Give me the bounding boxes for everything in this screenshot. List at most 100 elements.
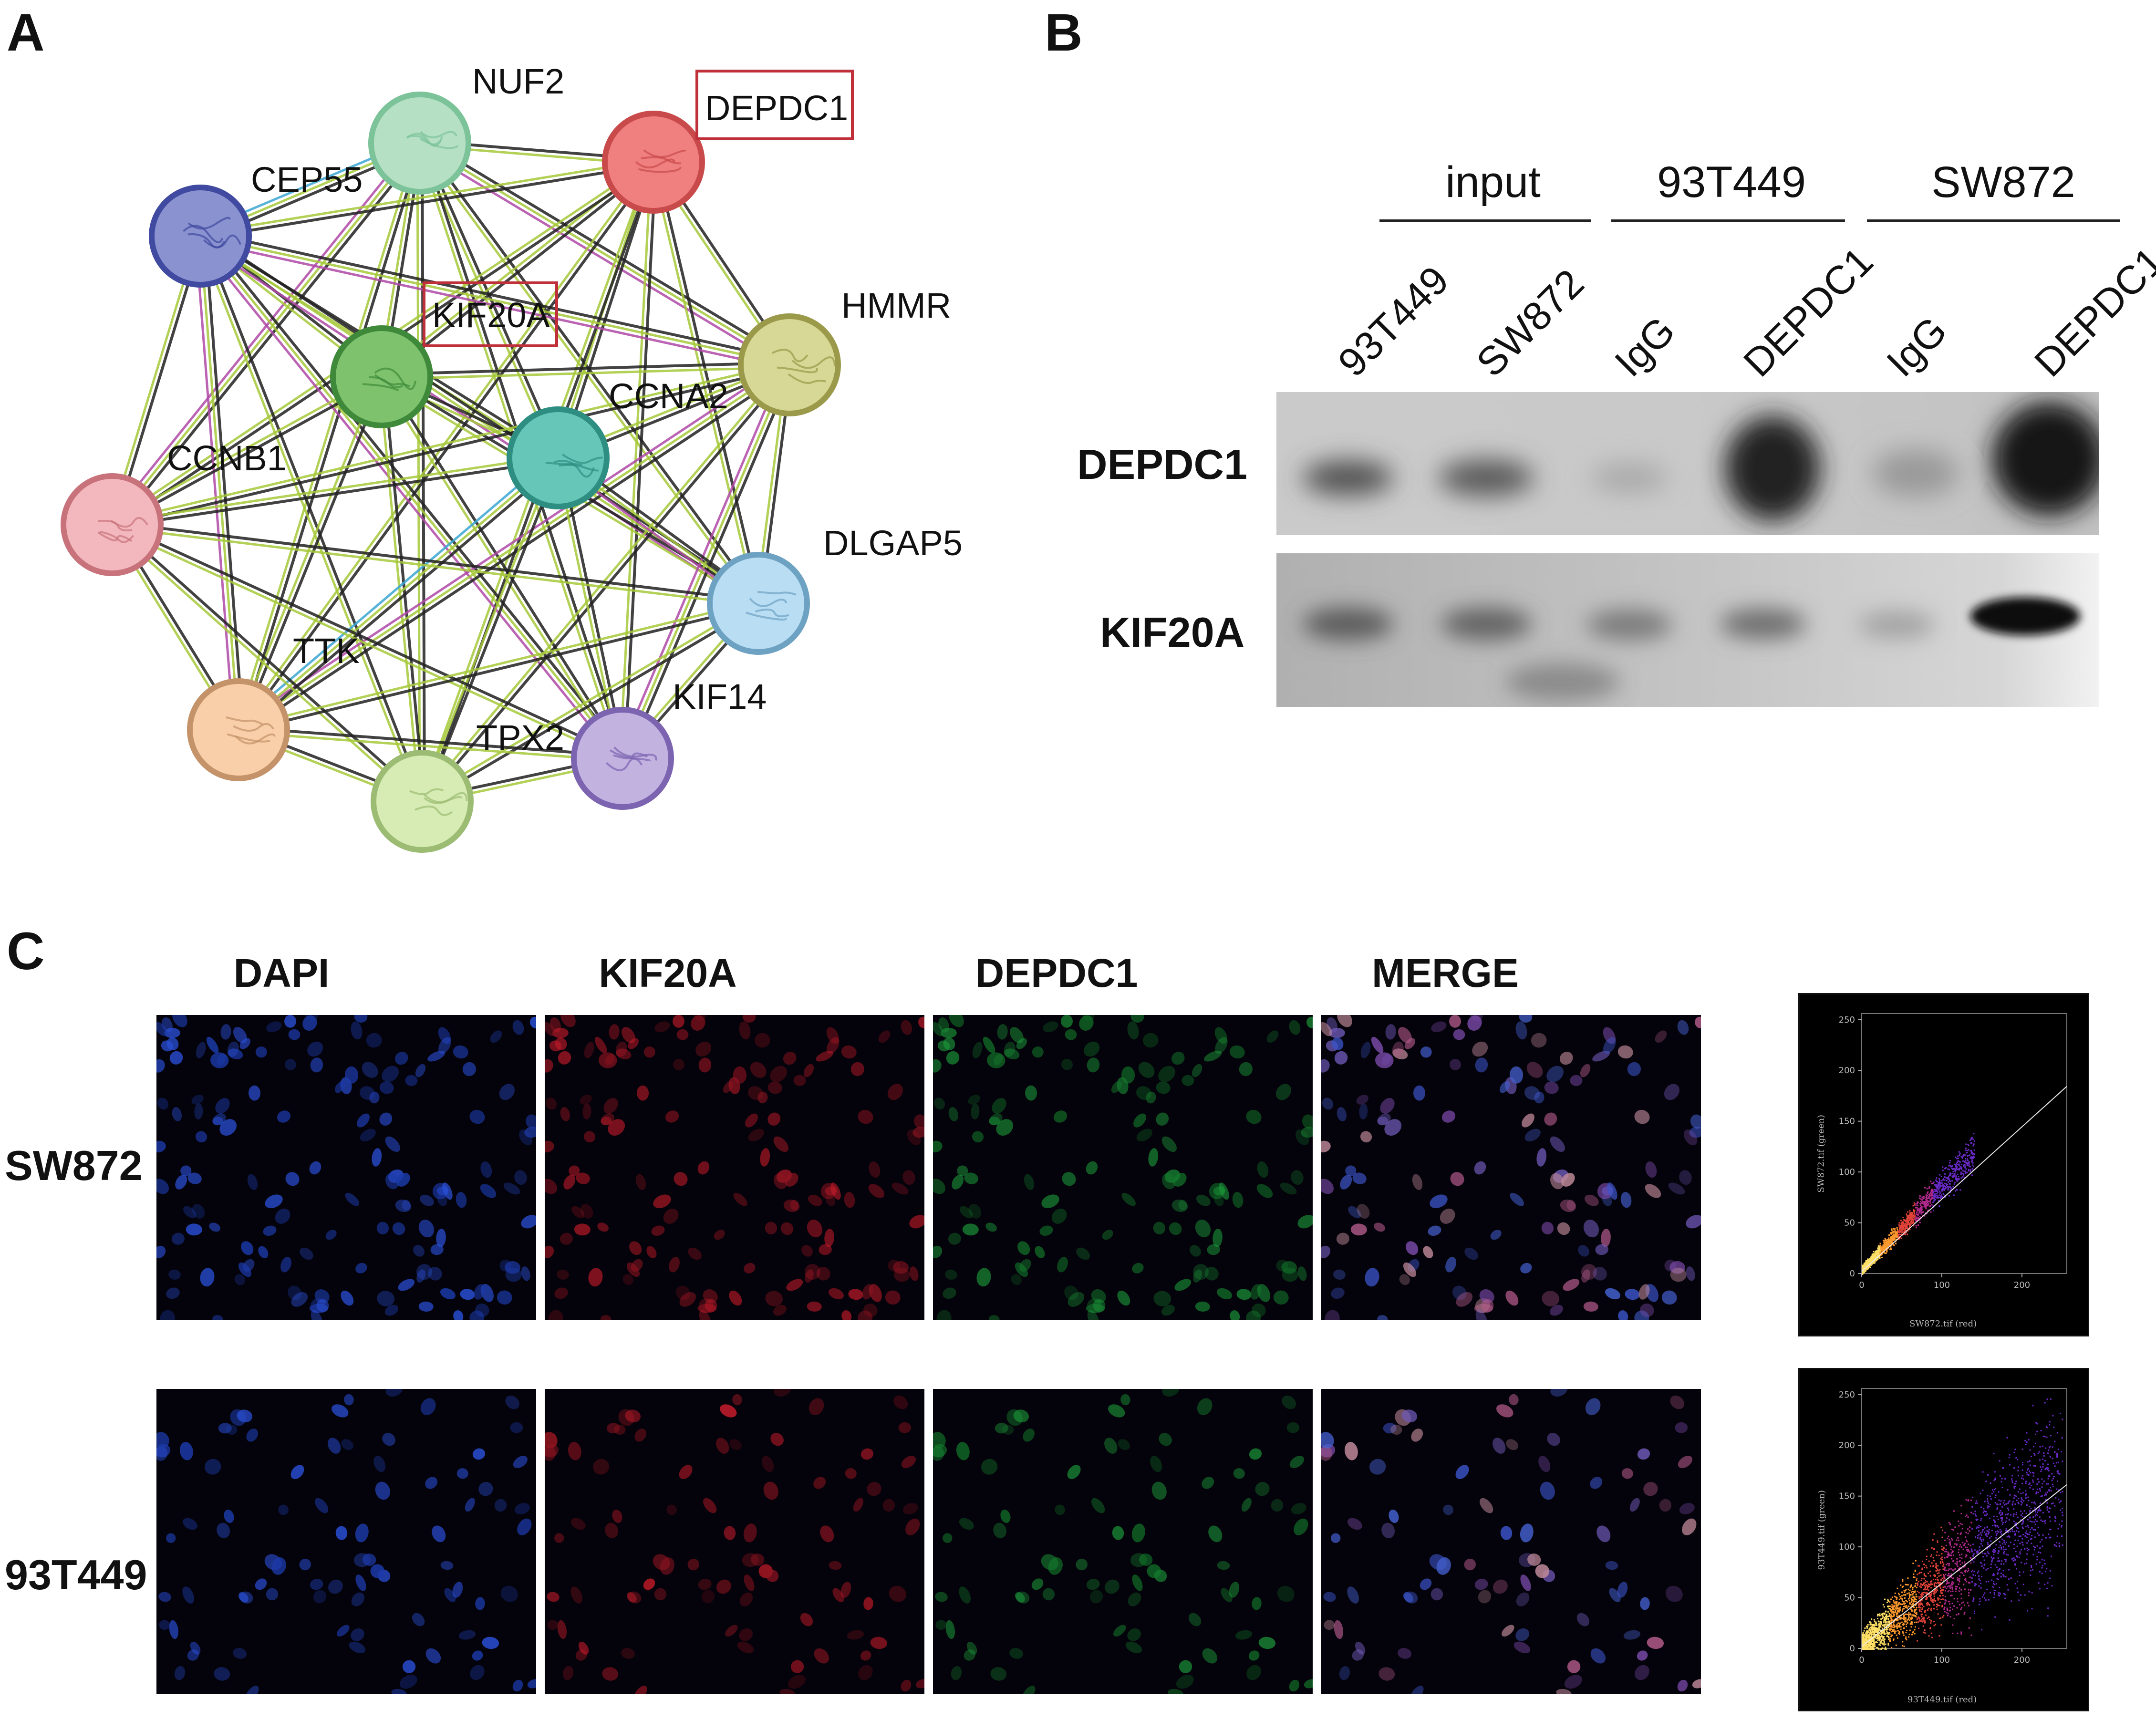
nuclei [1321,1389,1701,1694]
scatter-xtick: 200 [2014,1280,2030,1290]
node-ccna2 [507,406,610,509]
lane-label-igg-93t449: IgG [1606,308,1684,385]
nuclei [545,1015,924,1320]
scatter-ytick: 50 [1844,1218,1855,1228]
node-label-nuf2: NUF2 [472,62,565,101]
scatter-ytick: 0 [1850,1269,1855,1279]
if-row-label-93t449: 93T449 [5,1551,147,1598]
if-row-label-sw872: SW872 [5,1142,143,1189]
lane-label-93t449-input: 93T449 [1329,257,1457,385]
blot-group-sw872: SW872 [1931,158,2075,207]
blot-group-line-93t449 [1611,219,1845,222]
band-kif20a-lane2 [1441,608,1532,640]
node-nuf2 [368,92,471,195]
channel-label-depdc1: DEPDC1 [975,951,1138,995]
micrograph-sw872-merge [1321,1015,1701,1320]
scatter-ytick: 50 [1844,1593,1855,1603]
scatter-xlabel-93t449: 93T449.tif (red) [1907,1695,1977,1705]
node-label-ttk: TTK [293,631,360,671]
band-kif20a-lane1 [1303,608,1393,640]
blot-row-label-kif20a: KIF20A [1100,609,1245,656]
nuclei [933,1015,1313,1320]
node-depdc1 [602,111,705,214]
nuclei [545,1389,924,1694]
panel-label-c: C [7,922,45,981]
scatter-ytick: 150 [1839,1491,1855,1502]
band-kif20a-lane6 [1970,597,2080,635]
node-label-ccna2: CCNA2 [609,376,728,416]
scatter-fit-line [1861,1484,2067,1647]
micrograph-93t449-depdc1 [933,1389,1313,1694]
scatter-ytick: 100 [1839,1542,1855,1552]
node-ccnb1 [61,473,164,576]
blot-group-93t449: 93T449 [1657,158,1806,207]
scatter-ylabel-93t449: 93T449.tif (green) [1816,1490,1827,1570]
band-depdc1-lane3 [1591,464,1668,492]
nuclei [156,1015,536,1320]
band-kif20a-lane3 [1586,610,1672,640]
band-kif20a-lane4 [1720,609,1806,639]
scatter-ytick: 200 [1839,1440,1855,1450]
highlight-box-depdc1 [695,70,854,140]
scatter-xtick: 200 [2014,1655,2030,1665]
scatter-xtick: 0 [1859,1280,1864,1290]
nuclei [156,1389,536,1694]
panel-label-b: B [1045,3,1083,62]
panel-label-a: A [7,3,45,62]
scatter-ytick: 0 [1850,1644,1855,1654]
micrograph-sw872-dapi [156,1015,536,1320]
western-blot-depdc1 [1276,392,2099,535]
scatter-ytick: 200 [1839,1066,1855,1076]
scatter-xtick: 0 [1859,1655,1864,1665]
colocalization-scatter-93t449: 0 50 100 150 200 250 0 100 200 93T449.tif (green… [1798,1368,2089,1711]
scatter-ytick: 100 [1839,1167,1855,1177]
scatter-xlabel-sw872: SW872.tif (red) [1909,1319,1977,1329]
blot-row-label-depdc1: DEPDC1 [1077,441,1247,488]
micrograph-93t449-dapi [156,1389,536,1694]
node-label-kif14: KIF14 [673,677,767,716]
node-label-cep55: CEP55 [251,160,363,199]
western-blot-kif20a [1276,553,2099,707]
node-kif20a [330,325,433,428]
node-label-ccnb1: CCNB1 [167,438,287,478]
node-hmmr [738,313,841,416]
scatter-ytick: 250 [1839,1390,1855,1400]
micrograph-93t449-merge [1321,1389,1701,1694]
node-label-dlgap5: DLGAP5 [823,523,963,563]
scatter-xtick: 100 [1934,1655,1950,1665]
micrograph-sw872-kif20a [545,1015,924,1320]
scatter-ylabel-sw872: SW872.tif (green) [1816,1115,1826,1193]
lane-label-depdc1-sw872: DEPDC1 [2026,238,2156,385]
channel-label-merge: MERGE [1371,951,1519,995]
node-tpx2 [371,750,474,853]
micrograph-93t449-kif20a [545,1389,924,1694]
band-depdc1-lane4 [1725,416,1820,521]
channel-label-kif20a: KIF20A [599,951,737,995]
network-nodes [61,92,841,853]
scatter-plot-93t449: 0 50 100 150 200 250 0 100 200 [1839,1388,2067,1665]
lane-label-depdc1-93t449: DEPDC1 [1735,238,1882,385]
node-cep55 [149,185,252,288]
node-label-kif20a: KIF20A [432,295,550,335]
blot-group-line-input [1379,219,1591,222]
node-label-tpx2: TPX2 [476,718,565,757]
blot-group-input: input [1445,158,1541,207]
string-network [61,92,841,853]
lane-label-sw872-input: SW872 [1468,260,1593,385]
scatter-ytick: 250 [1839,1015,1855,1025]
highlight-box-kif20a [423,281,558,347]
scatter-ytick: 150 [1839,1117,1855,1127]
band-kif20a-lane5 [1858,611,1935,638]
band-depdc1-lane1 [1303,461,1393,495]
node-label-hmmr: HMMR [841,286,952,325]
node-kif14 [571,707,674,810]
blot-group-line-sw872 [1867,219,2120,222]
micrograph-sw872-depdc1 [933,1015,1313,1320]
node-dlgap5 [707,552,810,655]
node-ttk [187,678,290,781]
nuclei [933,1389,1313,1694]
band-depdc1-lane6 [1992,402,2099,516]
band-depdc1-lane2 [1439,460,1534,496]
